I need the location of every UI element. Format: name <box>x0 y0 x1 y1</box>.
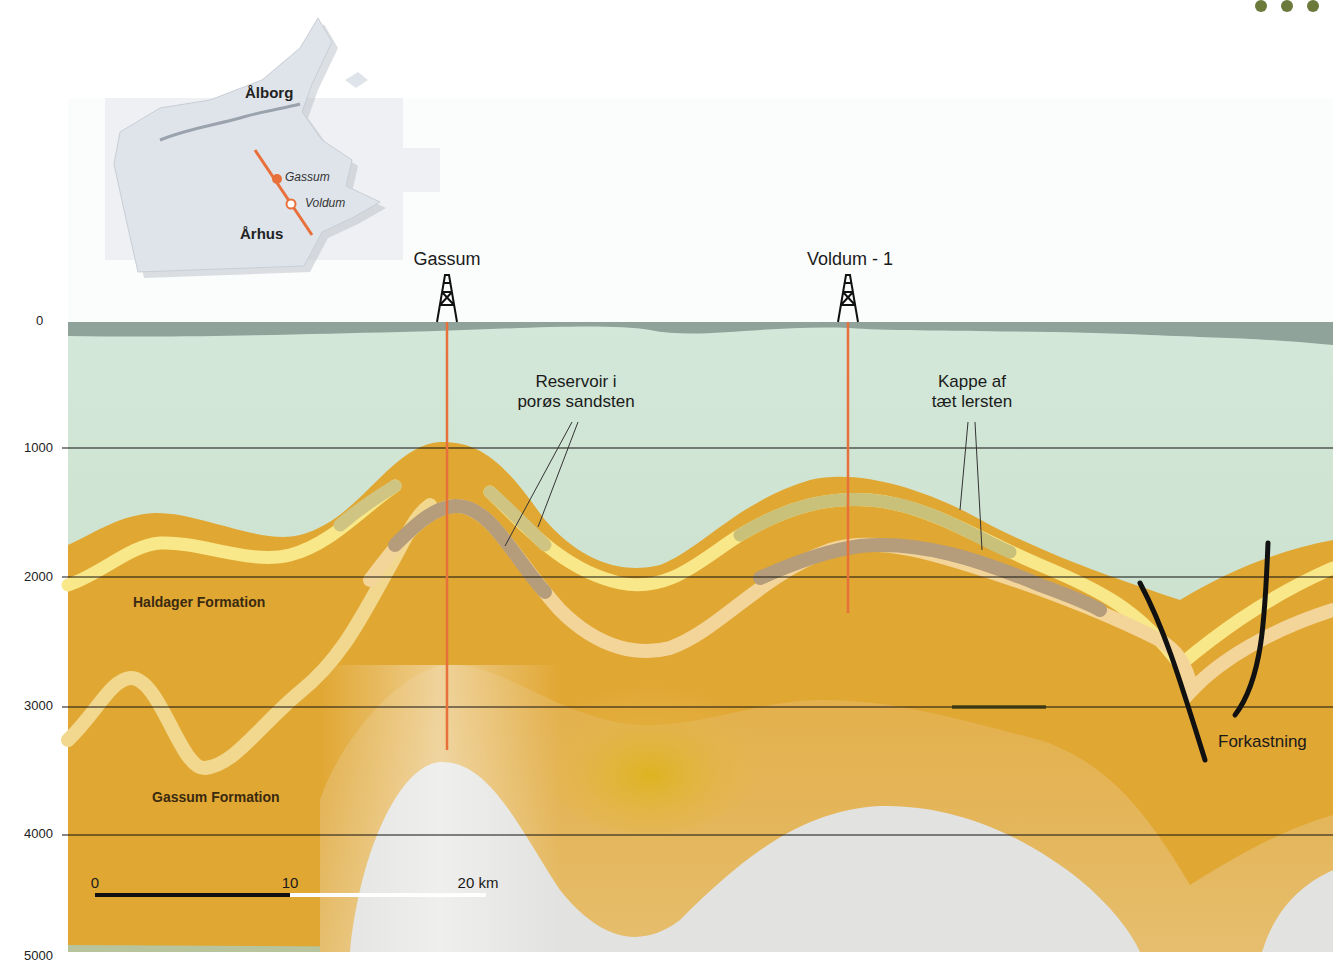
derrick-icon <box>437 275 858 322</box>
map-panel <box>385 148 440 192</box>
gassum-dot <box>272 174 282 184</box>
reservoir-band <box>68 486 395 585</box>
well-bore <box>446 322 449 750</box>
basement <box>1262 870 1333 952</box>
reservoir-band <box>370 506 1333 690</box>
formation-label: Haldager Formation <box>133 594 265 610</box>
fault-line <box>1140 583 1205 760</box>
corner-dots <box>1255 0 1319 12</box>
well-glow <box>320 665 560 952</box>
jutland-map <box>114 18 380 272</box>
callout-label: Kappe af tæt lersten <box>926 372 1018 411</box>
scale-label: 20 km <box>458 874 499 891</box>
well-label: Voldum - 1 <box>807 249 893 270</box>
scale-label: 10 <box>282 874 299 891</box>
section-line <box>255 150 312 235</box>
leader-line <box>505 422 982 550</box>
city-label: Ålborg <box>245 84 293 101</box>
well-label: Gassum <box>413 249 480 270</box>
formation-label: Gassum Formation <box>152 789 280 805</box>
well-bore <box>847 322 850 613</box>
depth-label: 1000 <box>24 441 53 456</box>
depth-label: 3000 <box>24 699 53 714</box>
site-label: Voldum <box>305 197 345 211</box>
cap-rock <box>340 486 395 525</box>
fault-label: Forkastning <box>1218 732 1307 752</box>
depth-label: 5000 <box>24 949 53 964</box>
scale-bar <box>95 893 290 897</box>
depth-label: 2000 <box>24 570 53 585</box>
depth-label: 0 <box>36 314 43 329</box>
island <box>345 72 368 88</box>
topsoil <box>68 322 1333 345</box>
fault-line <box>1235 543 1268 715</box>
voldum-dot <box>287 200 296 209</box>
depth-label: 4000 <box>24 827 53 842</box>
city-label: Århus <box>240 225 283 242</box>
fjord <box>160 104 300 140</box>
scale-label: 0 <box>91 874 99 891</box>
sediment-body <box>68 442 1333 952</box>
callout-label: Reservoir i porøs sandsten <box>514 372 638 411</box>
overburden <box>68 322 1333 952</box>
sandstone-band <box>68 505 430 768</box>
reservoir-core <box>395 506 545 592</box>
depth-lines <box>62 448 1333 835</box>
site-label: Gassum <box>285 171 330 185</box>
scale-bar <box>290 893 486 897</box>
gassum-zone <box>320 665 1333 952</box>
